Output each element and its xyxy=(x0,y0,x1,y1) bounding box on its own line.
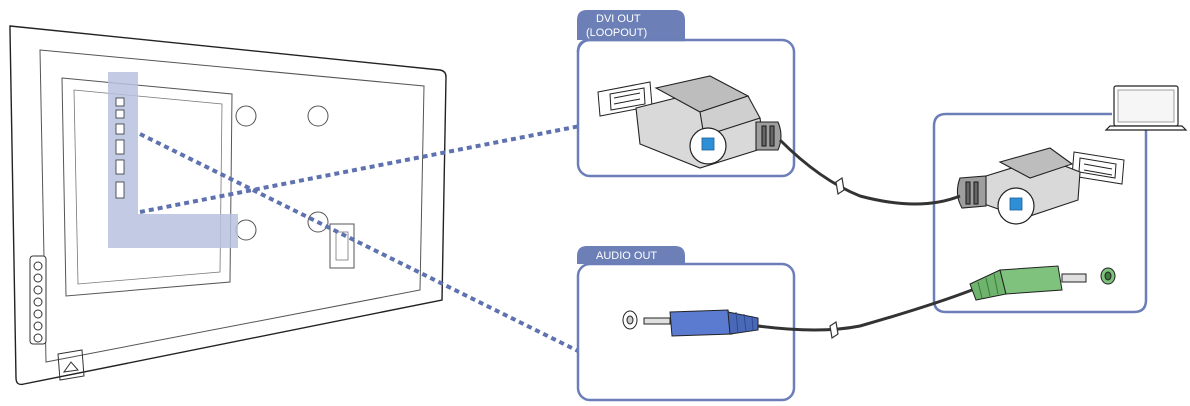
dvi-out-tab xyxy=(577,10,685,40)
monitor-recess xyxy=(61,77,233,297)
audio-jack-icon xyxy=(622,310,638,330)
monitor-recess-inner xyxy=(73,89,223,285)
audio-out-panel: AUDIO OUT xyxy=(576,246,796,402)
audio-cable xyxy=(757,288,973,332)
dvi-out-panel: DVI OUT (LOOPOUT) xyxy=(576,10,796,178)
dvi-port-icon xyxy=(1071,151,1125,185)
vesa-hole xyxy=(235,105,257,127)
dvi-cable xyxy=(778,138,961,206)
dotted-line-audio xyxy=(139,132,581,354)
audio-jack-icon xyxy=(1100,267,1116,285)
dotted-line-dvi xyxy=(139,124,581,214)
dvi-port-icon xyxy=(597,81,653,117)
source-device-panel xyxy=(932,85,1188,314)
audio-plug-icon xyxy=(969,265,1087,301)
dvi-plug-icon xyxy=(635,75,782,169)
dvi-out-label-line1: DVI OUT xyxy=(596,13,641,25)
port-highlight xyxy=(108,72,238,248)
kensington-slot xyxy=(329,223,355,269)
audio-plug-icon xyxy=(643,309,759,337)
cable-break-marks xyxy=(829,176,845,340)
side-button-column xyxy=(29,255,47,345)
laptop-icon xyxy=(1104,85,1188,131)
audio-out-label: AUDIO OUT xyxy=(596,250,657,262)
power-socket-icon xyxy=(57,349,85,381)
dvi-plug-icon xyxy=(956,147,1081,225)
port-column xyxy=(115,97,125,199)
kensington-slot-inner xyxy=(335,231,349,261)
dotted-connector-lines xyxy=(139,124,581,354)
cables xyxy=(757,138,973,332)
audio-out-tab xyxy=(577,246,685,264)
vesa-hole xyxy=(307,105,329,127)
monitor-back-panel-icon xyxy=(9,25,447,386)
dvi-out-label-line2: (LOOPOUT) xyxy=(586,27,647,39)
vesa-hole xyxy=(307,211,329,233)
